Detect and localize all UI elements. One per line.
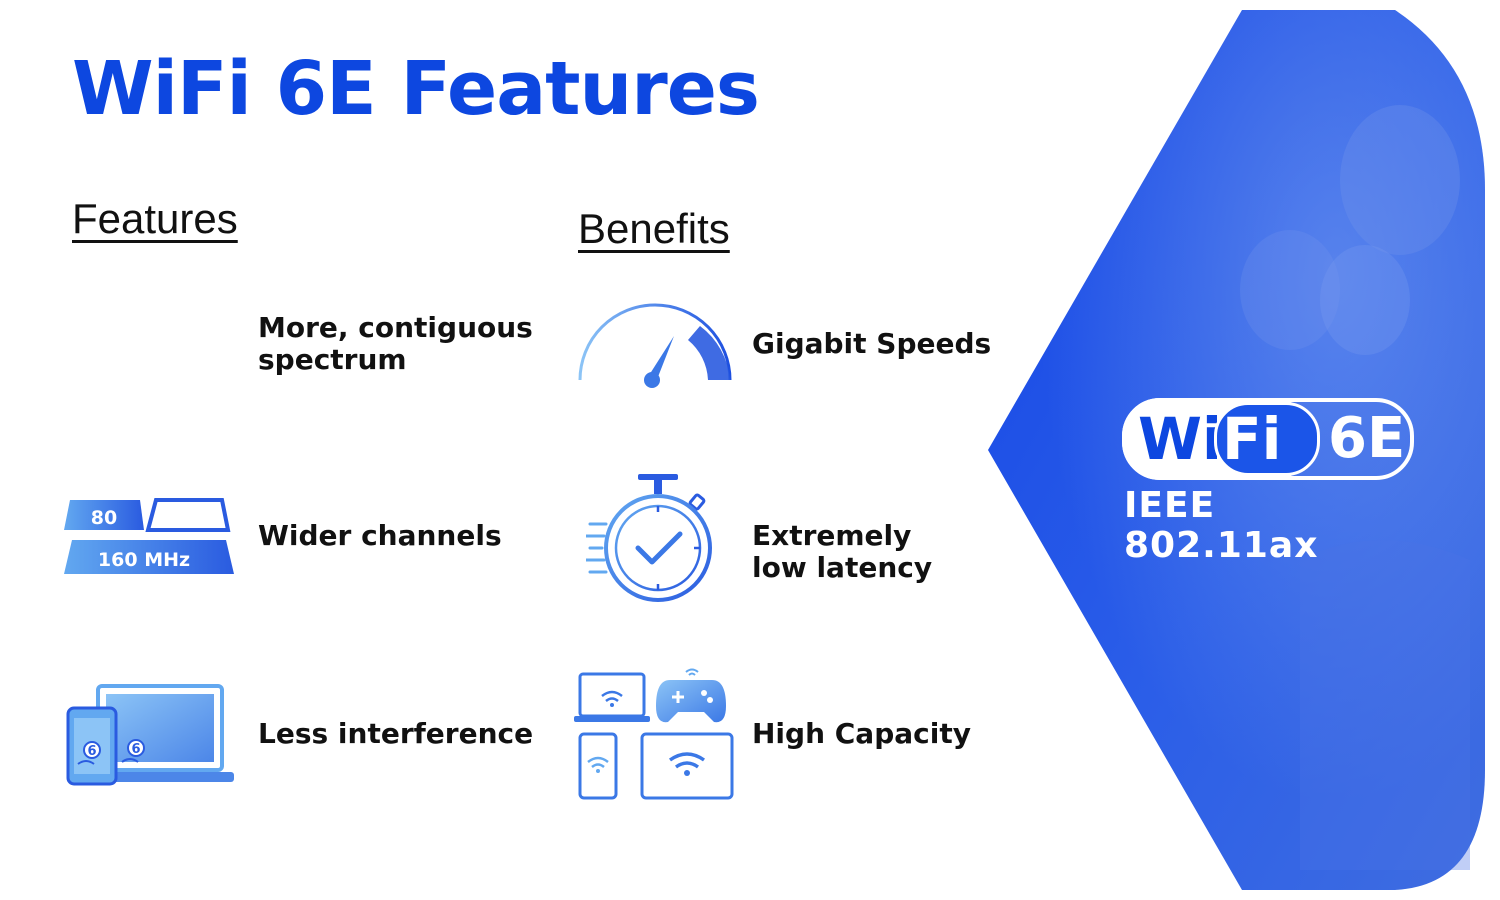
badge-fi-text: Fi [1222,405,1282,473]
svg-text:6: 6 [87,744,96,759]
channel-80-label: 80 [91,507,117,529]
channel-160-label: 160 MHz [98,549,190,571]
benefit-label-speeds: Gigabit Speeds [752,327,992,360]
svg-text:6: 6 [131,742,140,757]
benefit-label-latency: Extremely low latency [752,519,933,584]
benefits-heading: Benefits [578,205,730,252]
benefit-label-capacity: High Capacity [752,717,971,750]
badge-6e-text: 6E [1328,406,1406,471]
wifi-6e-logo: Wi Fi 6E IEEE 802.11ax [1122,398,1418,566]
stopwatch-icon [586,474,712,602]
badge-fi-pill [1214,402,1320,476]
badge-wi-text: Wi [1138,405,1222,473]
speedometer-icon [578,303,732,388]
multi-device-icon [574,668,734,800]
feature-label-interference: Less interference [258,717,534,750]
feature-label-spectrum: More, contiguous spectrum [258,311,533,376]
sound-wave-icon [71,293,232,397]
page-title: WiFi 6E Features [72,46,760,132]
channel-width-icon: 80 160 MHz [64,498,234,574]
features-heading: Features [72,195,238,242]
feature-label-channels: Wider channels [258,519,502,552]
devices-6e-icon: 6 6 [66,684,234,786]
badge-standard-text: IEEE 802.11ax [1124,485,1319,566]
device-badge-6 [83,741,101,759]
